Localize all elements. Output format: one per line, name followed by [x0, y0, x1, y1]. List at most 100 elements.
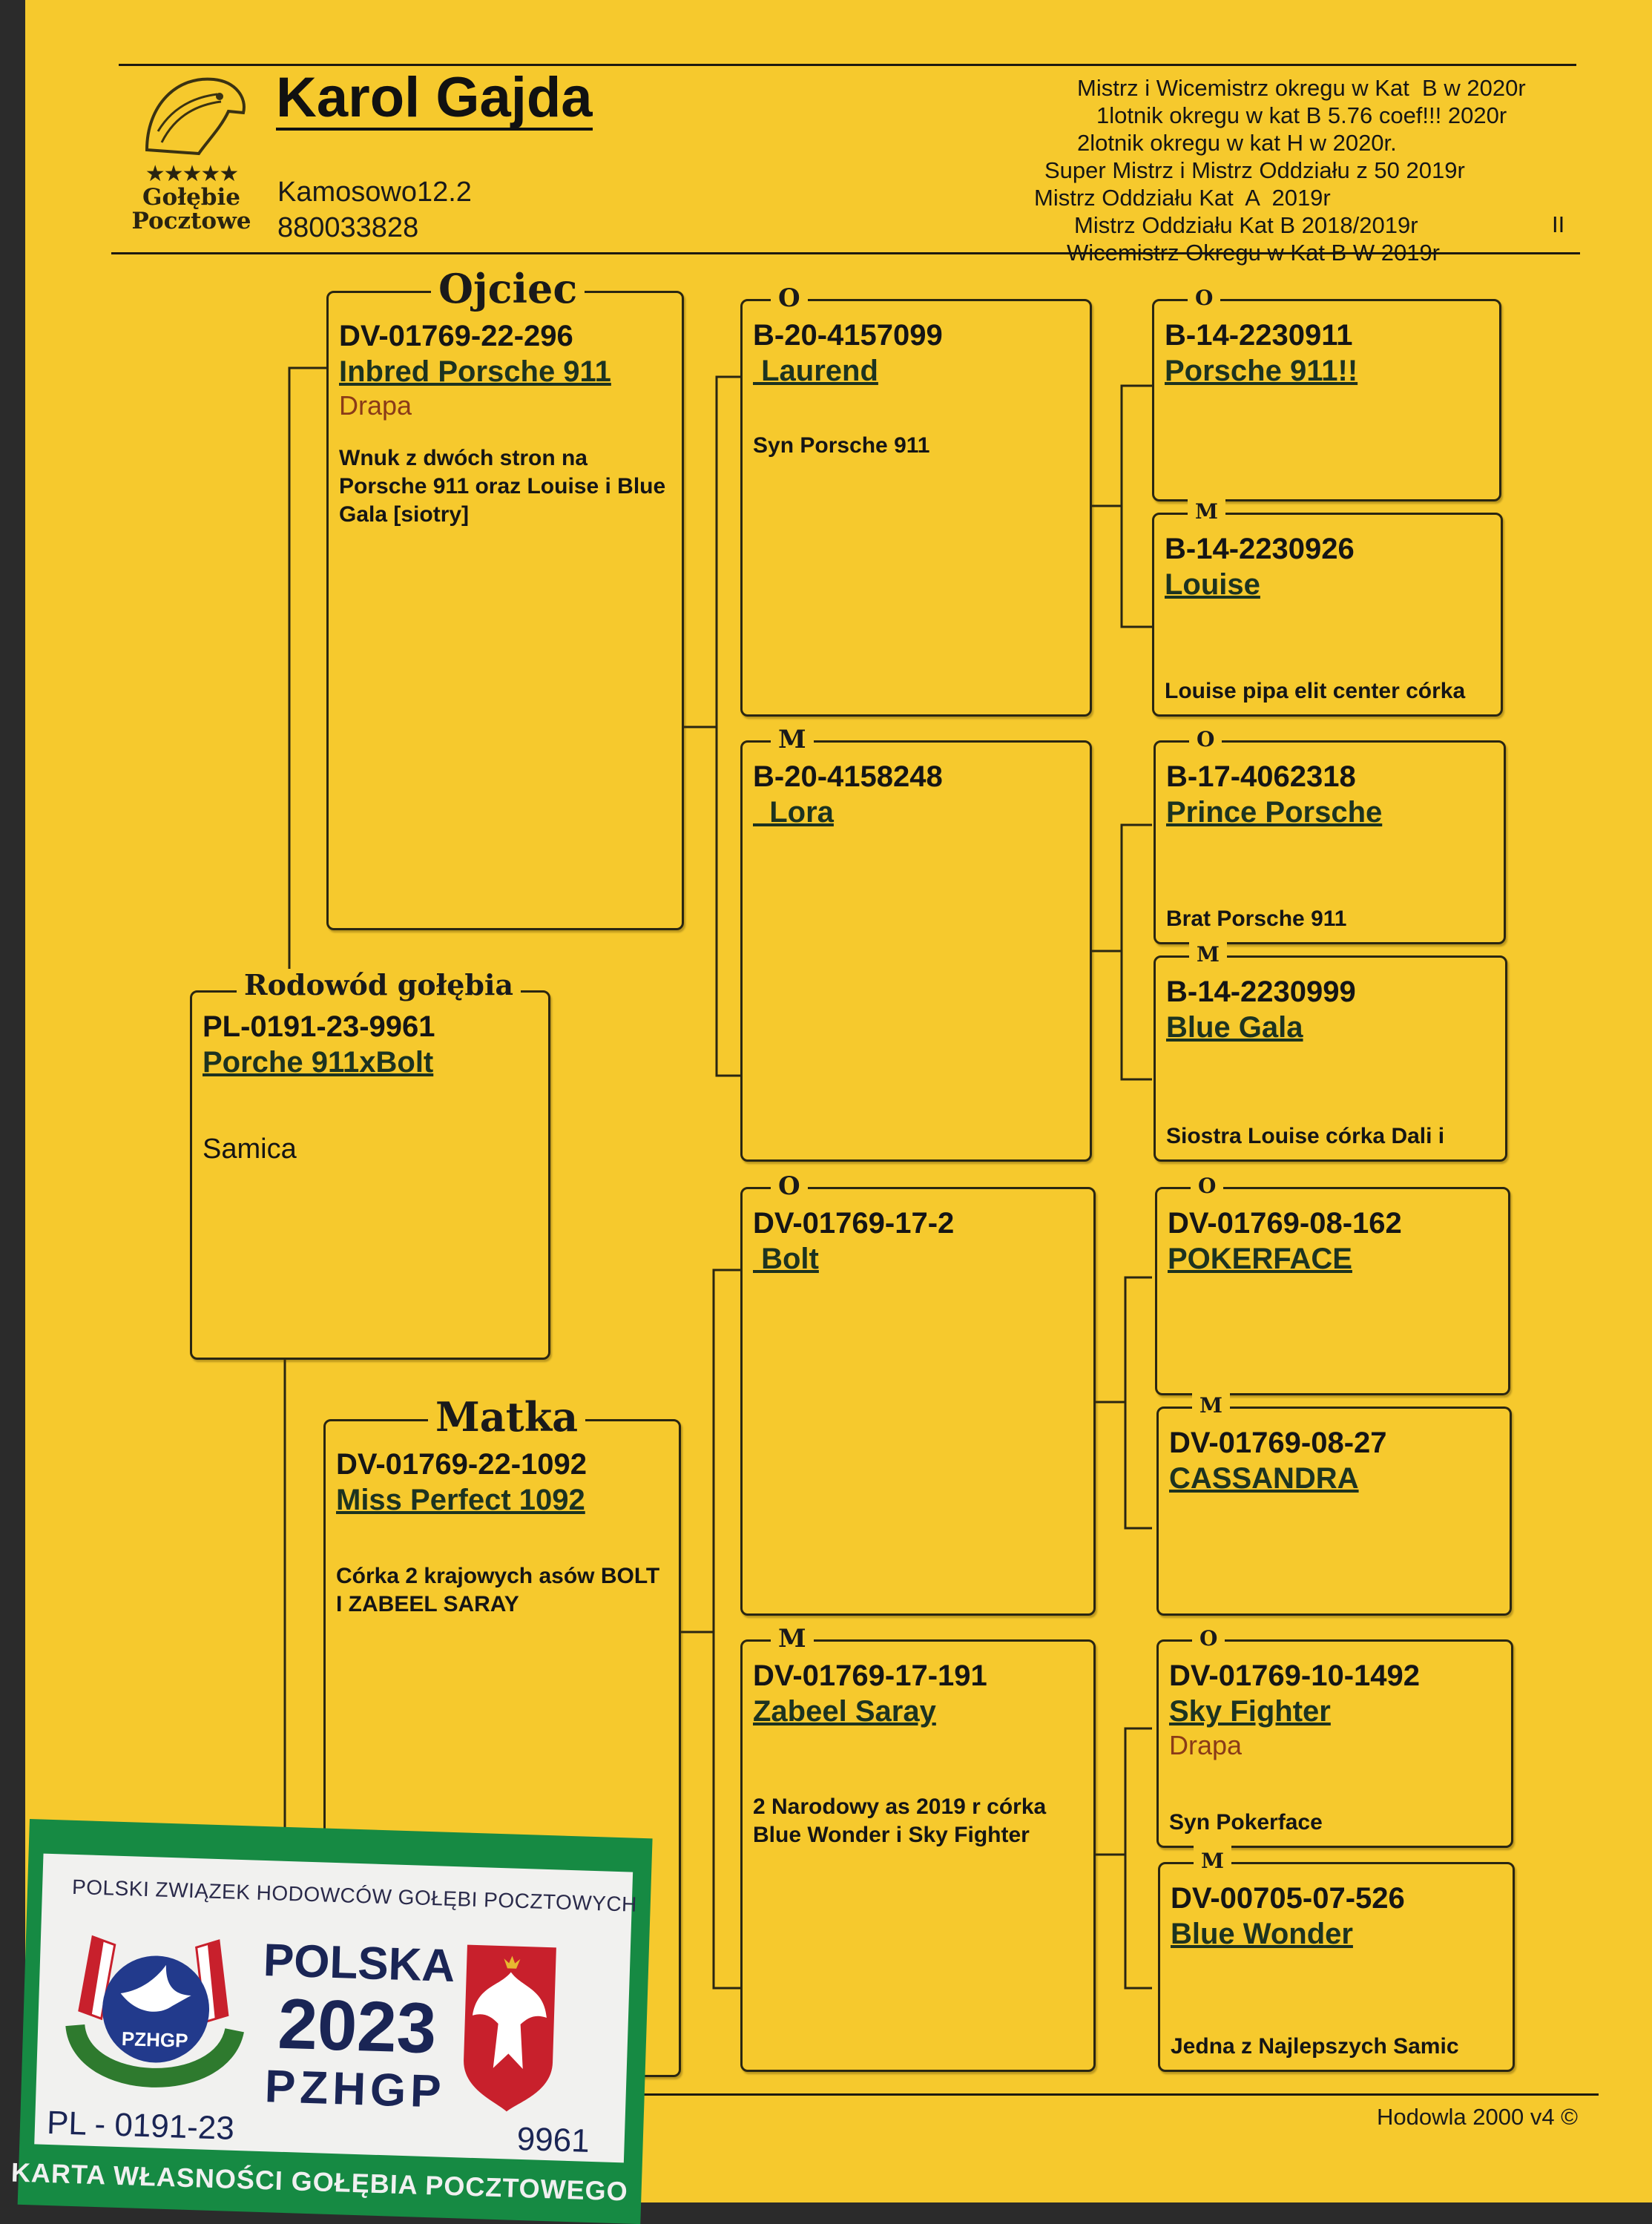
breeder-logo: ★★★★★ Gołębie Pocztowe	[117, 68, 266, 239]
pigeon-note: 2 Narodowy as 2019 r córka Blue Wonder i…	[753, 1794, 1047, 1847]
card-organization: POLSKI ZWIĄZEK HODOWCÓW GOŁĘBI POCZTOWYC…	[71, 1875, 638, 1916]
pedigree-box-fm[interactable]: M B-20-4158248 Lora	[740, 723, 1092, 1162]
breeder-address: Kamosowo12.2	[277, 177, 472, 208]
ownership-card: POLSKI ZWIĄZEK HODOWCÓW GOŁĘBI POCZTOWYC…	[10, 1819, 653, 2224]
header-top-rule	[119, 64, 1576, 66]
box-label: M	[771, 723, 814, 756]
pigeon-name: Lora	[753, 796, 834, 829]
polish-eagle-icon	[464, 1944, 556, 2112]
pigeon-name: Prince Porsche	[1166, 796, 1383, 829]
pedigree-box-mff[interactable]: O DV-01769-08-162 POKERFACE	[1155, 1170, 1510, 1395]
pigeon-name: Blue Gala	[1166, 1011, 1303, 1044]
pigeon-note: Syn Pokerface	[1169, 1810, 1323, 1835]
pedigree-box-fmm[interactable]: M B-14-2230999 Blue Gala Siostra Louise …	[1154, 938, 1507, 1162]
ring-number: DV-01769-22-296	[339, 320, 573, 352]
pigeon-name: CASSANDRA	[1169, 1462, 1359, 1495]
pigeon-name: Sky Fighter	[1169, 1695, 1331, 1728]
ring-number: DV-01769-08-162	[1168, 1207, 1402, 1240]
box-label: M	[771, 1622, 814, 1655]
pigeon-note: Wnuk z dwóch stron na Porsche 911 oraz L…	[339, 446, 666, 527]
pedigree-box-mfm[interactable]: M DV-01769-08-27 CASSANDRA	[1156, 1389, 1512, 1616]
achievements-list: Mistrz i Wicemistrz okregu w Kat B w 202…	[1031, 74, 1543, 266]
page-mark: II	[1552, 211, 1565, 237]
box-label: O	[1191, 1170, 1224, 1203]
pigeon-name: Porsche 911!!	[1165, 355, 1358, 387]
pedigree-box-mmm[interactable]: M DV-00705-07-526 Blue Wonder Jedna z Na…	[1158, 1845, 1515, 2072]
logo-text-line: Pocztowe	[131, 208, 251, 234]
ring-number: B-17-4062318	[1166, 760, 1356, 793]
ring-number: DV-01769-10-1492	[1169, 1659, 1421, 1692]
card-ring-number: 9961	[516, 2120, 590, 2159]
box-label: O	[771, 1170, 808, 1203]
pedigree-box-father[interactable]: Ojciec DV-01769-22-296 Inbred Porsche 91…	[326, 266, 684, 930]
box-label: M	[1189, 938, 1227, 971]
footer-rule	[638, 2093, 1599, 2096]
achievement: Mistrz Oddziału Kat A 2019r	[1034, 185, 1331, 211]
achievement: Mistrz i Wicemistrz okregu w Kat B w 202…	[1077, 75, 1526, 101]
pigeon-name: Louise	[1165, 568, 1260, 601]
achievement: Super Mistrz i Mistrz Oddziału z 50 2019…	[1044, 157, 1465, 183]
ring-number: PL-0191-23-9961	[203, 1010, 435, 1043]
pedigree-box-mmf[interactable]: O DV-01769-10-1492 Sky Fighter Drapa Syn…	[1156, 1622, 1513, 1848]
pigeon-note: Jedna z Najlepszych Samic	[1171, 2034, 1459, 2059]
pedigree-box-root[interactable]: Rodowód gołębia PL-0191-23-9961 Porche 9…	[190, 969, 550, 1360]
pigeon-name: Miss Perfect 1092	[336, 1484, 585, 1516]
box-label: O	[1192, 1622, 1225, 1655]
card-year: 2023	[277, 1984, 438, 2069]
logo-text-line: Gołębie	[142, 184, 240, 211]
card-union: PZHGP	[263, 2061, 447, 2118]
pigeon-note: Syn Porsche 911	[753, 433, 930, 458]
box-label: Matka	[428, 1395, 586, 1439]
breeder-name: Karol Gajda	[276, 66, 593, 131]
pedigree-box-fmf[interactable]: O B-17-4062318 Prince Porsche Brat Porsc…	[1154, 723, 1506, 944]
breeder-phone: 880033828	[277, 212, 419, 243]
card-center-text: POLSKA 2023 PZHGP	[258, 1935, 456, 2119]
card-ring-prefix: PL - 0191-23	[46, 2104, 235, 2147]
pzhgp-emblem-icon: PZHGP	[65, 1935, 244, 2088]
box-label: Rodowód gołębia	[237, 969, 521, 1001]
card-title: KARTA WŁASNOŚCI GOŁĘBIA POCZTOWEGO	[10, 2156, 629, 2207]
emblem-text: PZHGP	[122, 2027, 188, 2052]
achievement: 2lotnik okregu w kat H w 2020r.	[1077, 130, 1397, 156]
pedigree-box-mm[interactable]: M DV-01769-17-191 Zabeel Saray 2 Narodow…	[740, 1622, 1096, 2072]
pigeon-name: Zabeel Saray	[753, 1695, 936, 1728]
pigeon-color: Drapa	[1169, 1730, 1243, 1760]
ring-number: B-20-4157099	[753, 319, 943, 352]
box-label: O	[1188, 282, 1221, 315]
ring-number: DV-01769-08-27	[1169, 1427, 1387, 1459]
pigeon-name: Laurend	[753, 355, 878, 387]
pedigree-box-fff[interactable]: O B-14-2230911 Porsche 911!!	[1152, 282, 1501, 501]
pigeon-sex: Samica	[203, 1134, 297, 1165]
pigeon-note: Córka 2 krajowych asów BOLT I ZABEEL SAR…	[336, 1564, 660, 1616]
box-label: M	[1194, 1845, 1231, 1878]
ring-number: B-14-2230926	[1165, 533, 1355, 565]
box-label: M	[1192, 1389, 1230, 1422]
software-credit: Hodowla 2000 v4 ©	[1377, 2104, 1579, 2130]
pigeon-note: Louise pipa elit center córka	[1165, 679, 1466, 703]
pigeon-note: Brat Porsche 911	[1166, 907, 1347, 931]
pigeon-name: Inbred Porsche 911	[339, 355, 611, 388]
pigeon-name: Blue Wonder	[1171, 1918, 1353, 1950]
pigeon-name: POKERFACE	[1168, 1243, 1352, 1275]
ring-number: B-14-2230999	[1166, 976, 1356, 1008]
ring-number: DV-01769-17-191	[753, 1659, 987, 1692]
pedigree-box-ffm[interactable]: M B-14-2230926 Louise Louise pipa elit c…	[1152, 496, 1503, 717]
ring-number: B-20-4158248	[753, 760, 943, 793]
pigeon-name: Porche 911xBolt	[203, 1046, 434, 1079]
header-bottom-rule	[111, 252, 1580, 254]
pigeon-name: Bolt	[753, 1243, 819, 1275]
achievement: Wicemistrz Okregu w Kat B W 2019r	[1067, 240, 1441, 266]
box-label: O	[1189, 723, 1222, 756]
box-label: O	[771, 282, 808, 315]
pedigree-box-ff[interactable]: O B-20-4157099 Laurend Syn Porsche 911	[740, 282, 1092, 717]
achievement: 1lotnik okregu w kat B 5.76 coef!!! 2020…	[1096, 102, 1507, 128]
ring-number: DV-01769-22-1092	[336, 1448, 588, 1481]
box-label: Ojciec	[431, 266, 585, 311]
achievement: Mistrz Oddziału Kat B 2018/2019r	[1074, 212, 1418, 238]
pigeon-head-icon	[145, 77, 246, 156]
pedigree-box-mf[interactable]: O DV-01769-17-2 Bolt	[740, 1170, 1096, 1616]
stars-icon: ★★★★★	[145, 162, 239, 186]
pedigree-box-mother[interactable]: Matka DV-01769-22-1092 Miss Perfect 1092…	[323, 1395, 681, 2077]
ring-number: B-14-2230911	[1165, 319, 1353, 352]
pigeon-note: Siostra Louise córka Dali i	[1166, 1124, 1445, 1148]
